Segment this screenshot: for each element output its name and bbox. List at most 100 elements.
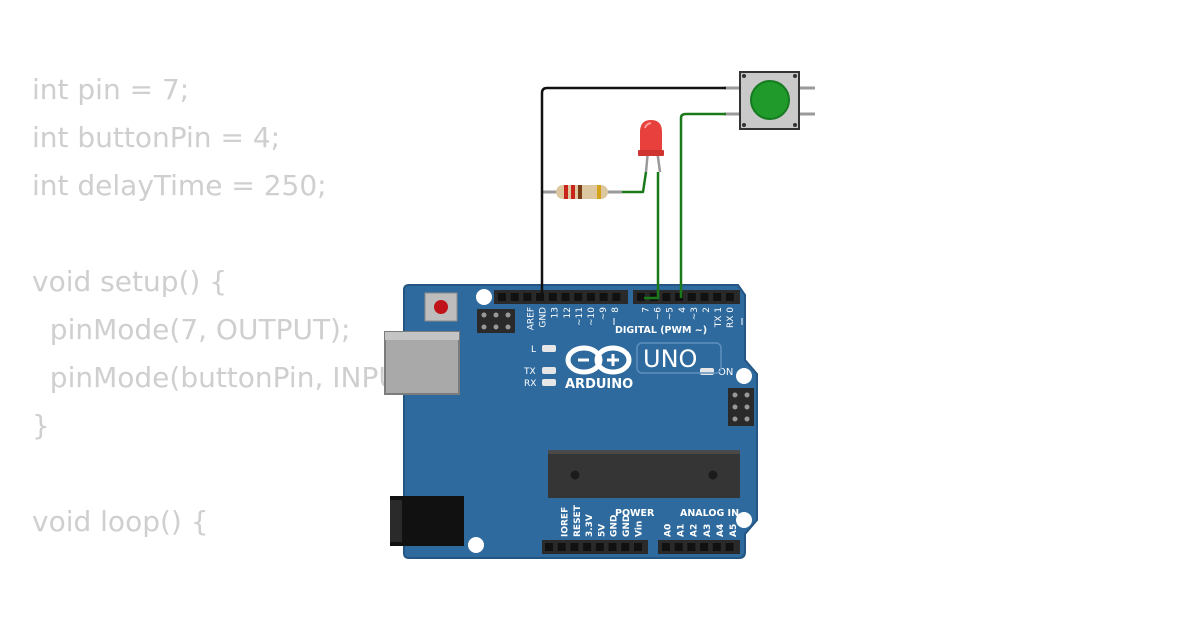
header-socket[interactable]: [675, 293, 684, 301]
header-socket[interactable]: [725, 543, 734, 551]
icsp-header-right: [728, 388, 754, 426]
digital-pin-label: TX 1: [714, 307, 724, 328]
header-socket[interactable]: [557, 543, 566, 551]
led-rx: [542, 379, 556, 386]
brand-label: ARDUINO: [565, 377, 633, 392]
header-socket[interactable]: [687, 543, 696, 551]
digital-pin-label: 7: [642, 307, 652, 313]
model-badge: [636, 342, 722, 374]
code-line: int pin = 7;: [32, 73, 190, 106]
power-pin-label: GND: [610, 515, 620, 537]
digital-pin-label: 8: [611, 307, 621, 313]
model-label: UNO: [643, 345, 697, 373]
power-label: POWER: [615, 508, 655, 519]
led-on: [700, 368, 714, 375]
header-socket[interactable]: [595, 543, 604, 551]
power-pin-label: 3.3V: [585, 514, 595, 537]
header-socket[interactable]: [570, 543, 579, 551]
red-led[interactable]: [638, 120, 664, 173]
power-jack: [390, 496, 464, 546]
mounting-hole: [736, 512, 752, 528]
header-socket[interactable]: [498, 293, 506, 301]
header-socket[interactable]: [662, 293, 671, 301]
icsp-header: [477, 309, 515, 333]
code-line: int delayTime = 250;: [32, 169, 327, 202]
header-socket[interactable]: [536, 293, 545, 301]
wire-resistor-to-led: [622, 171, 648, 194]
header-socket[interactable]: [712, 543, 721, 551]
header-socket[interactable]: [583, 543, 592, 551]
digital-pin-label: ~5: [666, 307, 676, 320]
digital-pin-label: 4: [678, 307, 688, 313]
header-socket[interactable]: [674, 543, 683, 551]
header-socket[interactable]: [574, 293, 583, 301]
header-socket[interactable]: [725, 293, 734, 301]
header-socket[interactable]: [608, 543, 617, 551]
code-line: pinMode(7, OUTPUT);: [32, 313, 351, 346]
digital-pin-label: 12: [563, 307, 573, 318]
analog-label: ANALOG IN: [680, 508, 739, 519]
wire-pin4-to-button: [679, 112, 726, 298]
usb-connector: [384, 331, 460, 395]
mounting-hole: [736, 368, 752, 384]
microcontroller-chip: [548, 450, 740, 498]
digital-pin-label: GND: [539, 307, 549, 328]
header-socket[interactable]: [523, 293, 532, 301]
digital-pin-label: ~10: [587, 307, 597, 326]
header-socket[interactable]: [612, 293, 621, 301]
led-l: [542, 345, 556, 352]
header-socket[interactable]: [713, 293, 722, 301]
led-tx-label: TX: [523, 367, 536, 377]
digital-pin-label: 2: [702, 307, 712, 313]
digital-pin-label: ~9: [599, 307, 609, 321]
digital-pin-label: 13: [551, 307, 561, 318]
header-socket[interactable]: [548, 293, 557, 301]
led-tx: [542, 367, 556, 374]
led-rx-label: RX: [524, 379, 536, 389]
code-line: void loop() {: [32, 505, 209, 538]
wire-gnd-to-button: [540, 86, 726, 298]
wire-pin7-to-led: [644, 172, 660, 300]
power-pin-label: IOREF: [561, 507, 571, 537]
power-pin-label: Vin: [634, 521, 644, 537]
code-line: }: [32, 409, 50, 442]
header-socket[interactable]: [700, 293, 709, 301]
header-socket[interactable]: [700, 543, 709, 551]
reset-button[interactable]: [424, 292, 458, 322]
analog-pin-label: A1: [677, 524, 687, 537]
header-socket[interactable]: [586, 293, 595, 301]
header-socket[interactable]: [545, 543, 553, 551]
analog-pin-label: A0: [664, 524, 674, 537]
arduino-infinity-logo: [565, 345, 632, 375]
header-socket[interactable]: [561, 293, 570, 301]
header-socket[interactable]: [510, 293, 519, 301]
digital-header-label: DIGITAL (PWM ~): [615, 325, 707, 336]
code-line: int buttonPin = 4;: [32, 121, 281, 154]
analog-pin-label: A2: [690, 524, 700, 537]
led-l-label: L: [531, 345, 536, 355]
wires: [540, 86, 726, 300]
header-socket[interactable]: [621, 543, 630, 551]
analog-pin-label: A4: [716, 524, 726, 537]
power-pin-label: RESET: [573, 504, 583, 537]
mounting-hole: [476, 289, 492, 305]
mounting-hole: [468, 537, 484, 553]
push-button[interactable]: [724, 71, 815, 130]
code-line: void setup() {: [32, 265, 228, 298]
header-socket[interactable]: [633, 543, 642, 551]
power-pin-label: GND: [622, 515, 632, 537]
header-socket[interactable]: [662, 543, 670, 551]
resistor[interactable]: [542, 185, 622, 199]
power-pin-label: 5V: [597, 524, 607, 537]
header-socket[interactable]: [687, 293, 696, 301]
analog-pin-label: A5: [729, 524, 739, 537]
header-socket[interactable]: [637, 293, 645, 301]
led-on-label: ON: [718, 367, 733, 378]
digital-pin-label: AREF: [527, 307, 537, 330]
digital-pin-label: ~6: [654, 307, 664, 321]
digital-pin-label: ~3: [690, 307, 700, 320]
digital-pin-label: RX 0: [726, 307, 736, 328]
header-socket[interactable]: [599, 293, 608, 301]
